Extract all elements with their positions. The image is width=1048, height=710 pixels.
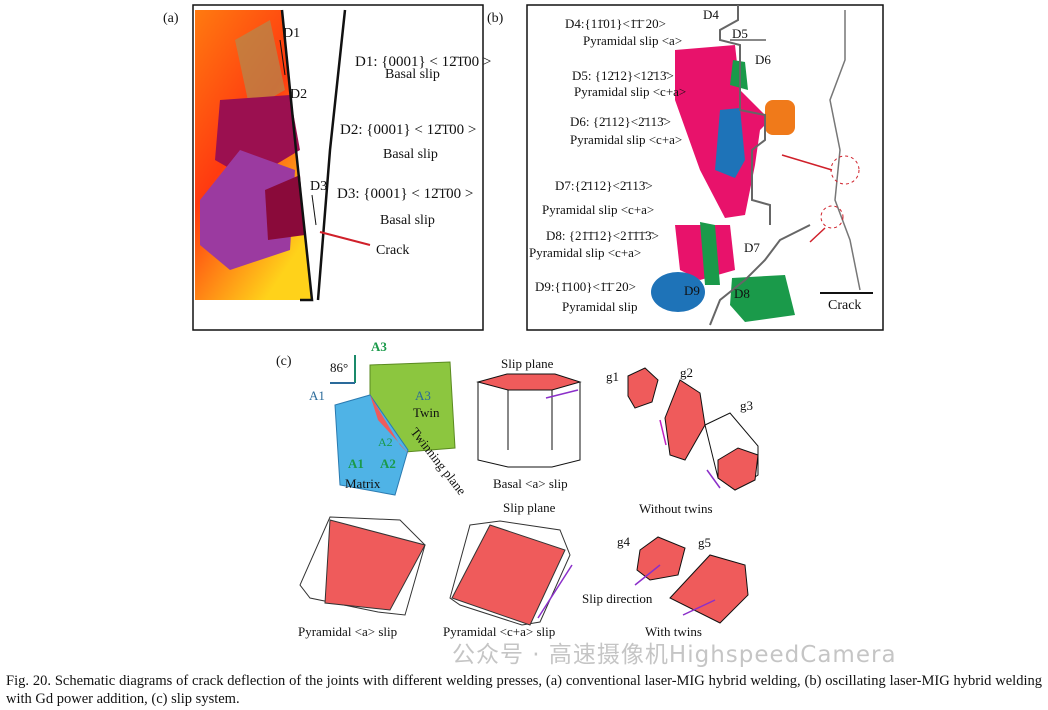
grain-g5: g5: [698, 535, 711, 550]
slip-plane-label-1: Slip plane: [501, 356, 554, 371]
grain-g1: g1: [606, 369, 619, 384]
panel-c-label: (c): [276, 354, 292, 369]
crack-label: Crack: [376, 243, 409, 258]
marker-d3: D3: [310, 179, 327, 194]
annotation-d9-type: Pyramidal slip: [562, 299, 637, 314]
marker-d8: D8: [734, 286, 750, 301]
panel-a: (a) D1 D2 D3 D1: {0001} < 12̄1̄00 > Basa…: [163, 4, 491, 331]
pyramidal-a-label: Pyramidal <a> slip: [298, 624, 397, 639]
crack-path: [719, 5, 771, 225]
grain-g3: g3: [740, 398, 753, 413]
marker-d2: D2: [290, 87, 307, 102]
annotation-d4-type: Pyramidal slip <a>: [583, 33, 682, 48]
axis-a3-top: A3: [371, 339, 387, 354]
angle-label: 86°: [330, 360, 348, 375]
annotation-d2-type: Basal slip: [383, 147, 438, 162]
panel-b-label: (b): [487, 11, 504, 26]
annotation-d8-index: D8: {21̄1̄12}<21̄1̄1̄3̄>: [546, 228, 659, 243]
annotation-d6-type: Pyramidal slip <c+a>: [570, 132, 682, 147]
annotation-d8-type: Pyramidal slip <c+a>: [529, 245, 641, 260]
annotation-d7-index: D7:{2̄112}<2̄113̄>: [555, 178, 653, 193]
marker-d6: D6: [755, 52, 771, 67]
axis-a3-twin: A3: [415, 388, 431, 403]
watermark: 公众号 · 高速摄像机HighspeedCamera: [452, 642, 897, 668]
annotation-d5-type: Pyramidal slip <c+a>: [574, 84, 686, 99]
annotation-d1-type: Basal slip: [385, 67, 440, 82]
annotation-d3-index: D3: {0001} < 12̄1̄00 >: [337, 186, 473, 202]
grain-orange: [765, 100, 795, 135]
twin-label: Twin: [413, 405, 440, 420]
slip-plane-label-2: Slip plane: [503, 500, 556, 515]
crack-line: [280, 9, 314, 302]
grain-blue: [651, 272, 705, 312]
without-twins-label: Without twins: [639, 501, 713, 516]
crack-legend-label: Crack: [828, 298, 861, 313]
panel-a-label: (a): [163, 11, 179, 26]
annotation-d9-index: D9:{1̄100}<1̄1̄ 20>: [535, 279, 636, 294]
marker-d5: D5: [732, 26, 748, 41]
annotation-d4-index: D4:{11̄01}<1̄1̄ 20>: [565, 16, 666, 31]
axis-a2-lower: A2: [380, 456, 396, 471]
marker-d9: D9: [684, 283, 700, 298]
annotation-d5-index: D5: {12̄12}<12̄13̄>: [572, 68, 674, 83]
basal-slip-label: Basal <a> slip: [493, 476, 568, 491]
marker-d7: D7: [744, 240, 760, 255]
marker-d1: D1: [283, 26, 300, 41]
annotation-d2-index: D2: {0001} < 12̄1̄00 >: [340, 122, 476, 138]
annotation-d7-type: Pyramidal slip <c+a>: [542, 202, 654, 217]
annotation-d3-type: Basal slip: [380, 213, 435, 228]
axis-a2-upper: A2: [378, 435, 393, 449]
basal-hexagonal-prism: [477, 382, 581, 468]
panel-c: (c) 86° A3 A1 A3 Twin A2 A1 A2 Matrix Tw…: [276, 339, 759, 639]
panel-b: (b) D4 D5 D6 D7 D9 D8 D4:{11̄01}<1̄1̄ 20…: [487, 4, 884, 331]
with-twins-label: With twins: [645, 624, 702, 639]
annotation-d1-index: D1: {0001} < 12̄1̄00 >: [355, 54, 491, 70]
annotation-d6-index: D6: {2̄112}<2̄113̄>: [570, 114, 671, 129]
crack-arrow: [319, 231, 371, 246]
axis-a1-left: A1: [309, 388, 325, 403]
axis-a1-lower: A1: [348, 456, 364, 471]
grain-g4: g4: [617, 534, 631, 549]
figure-caption: Fig. 20. Schematic diagrams of crack def…: [6, 673, 1042, 707]
grain-d3: [200, 150, 295, 270]
matrix-crystal: [334, 394, 409, 496]
grain-g2: g2: [680, 365, 693, 380]
marker-d4: D4: [703, 7, 719, 22]
pyramidal-ca-label: Pyramidal <c+a> slip: [443, 624, 555, 639]
slip-direction-label: Slip direction: [582, 591, 653, 606]
matrix-label: Matrix: [345, 476, 381, 491]
